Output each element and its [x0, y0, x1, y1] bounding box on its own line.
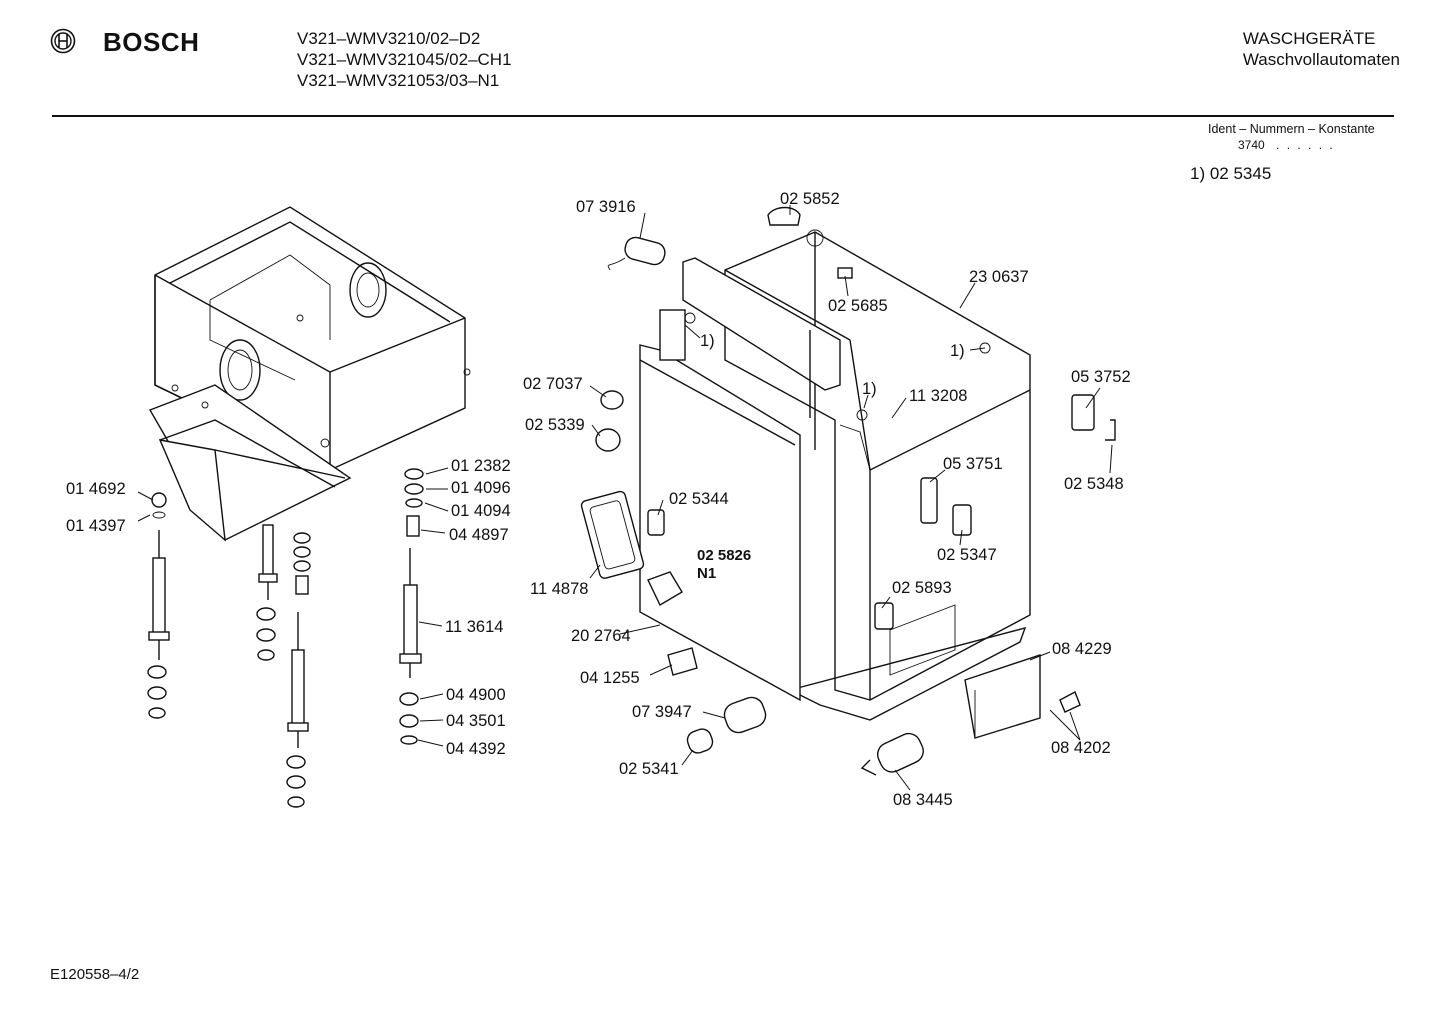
part-label: 02 5685	[828, 297, 888, 315]
tub-frame-drawing	[148, 206, 471, 542]
part-label: 1)	[950, 342, 965, 360]
header-divider	[52, 115, 1394, 117]
ident-number-row: 3740 . . . . . .	[1208, 137, 1375, 153]
part-label: 23 0637	[969, 268, 1029, 286]
footnote: 1) 02 5345	[1190, 164, 1272, 183]
model-list: V321–WMV3210/02–D2 V321–WMV321045/02–CH1…	[297, 28, 512, 91]
part-label: 11 3208	[909, 387, 967, 405]
part-label: 02 5339	[525, 416, 585, 434]
ident-title: Ident – Nummern – Konstante	[1208, 122, 1375, 136]
part-label: 02 7037	[523, 375, 583, 393]
part-label: 01 4397	[66, 517, 126, 535]
small-parts-drawing	[595, 206, 1116, 776]
part-label: 11 4878	[530, 580, 588, 598]
ident-dots: . . . . . .	[1276, 138, 1335, 152]
part-label: 02 5348	[1064, 475, 1124, 493]
document-reference: E120558–4/2	[50, 966, 140, 983]
part-label: 02 5341	[619, 760, 679, 778]
part-label: 01 4096	[451, 479, 511, 497]
part-label: 01 4692	[66, 480, 126, 498]
part-label: 11 3614	[445, 618, 503, 636]
category-title: WASCHGERÄTE	[1242, 29, 1376, 48]
part-label: 07 3916	[576, 198, 636, 216]
shock-absorber-drawing	[147, 468, 424, 808]
model-line: V321–WMV3210/02–D2	[297, 29, 481, 48]
category-subtitle: Waschvollautomaten	[1242, 50, 1400, 69]
part-label: 04 4900	[446, 686, 506, 704]
ident-block: Ident – Nummern – Konstante 3740 . . . .…	[1208, 121, 1375, 153]
part-label: 07 3947	[632, 703, 692, 721]
part-label: 08 3445	[893, 791, 953, 809]
part-label: 02 5347	[937, 546, 997, 564]
category-block: WASCHGERÄTE Waschvollautomaten	[1243, 28, 1400, 70]
part-label: 04 4897	[449, 526, 509, 544]
model-line: V321–WMV321053/03–N1	[297, 71, 500, 90]
part-label: 04 4392	[446, 740, 506, 758]
part-label: 02 5826	[697, 547, 751, 564]
part-label: 04 3501	[446, 712, 506, 730]
bosch-logo-icon	[50, 28, 76, 54]
ident-number: 3740	[1238, 138, 1265, 152]
cabinet-drawing	[580, 229, 1031, 721]
brand-name: BOSCH	[103, 27, 200, 57]
part-label: 01 4094	[451, 502, 511, 520]
part-label: 02 5344	[669, 490, 729, 508]
part-label: 08 4202	[1051, 739, 1111, 757]
part-label: 08 4229	[1052, 640, 1112, 658]
model-line: V321–WMV321045/02–CH1	[297, 50, 512, 69]
part-label: 05 3752	[1071, 368, 1131, 386]
part-label: 20 2764	[571, 627, 631, 645]
part-label: 01 2382	[451, 457, 511, 475]
part-label: 02 5852	[780, 190, 840, 208]
leader-lines	[137, 205, 1113, 791]
part-label: 1)	[700, 332, 715, 350]
part-label: 1)	[862, 380, 877, 398]
part-label: 05 3751	[943, 455, 1003, 473]
part-label: N1	[697, 565, 716, 582]
part-label: 02 5893	[892, 579, 952, 597]
part-label: 04 1255	[580, 669, 640, 687]
